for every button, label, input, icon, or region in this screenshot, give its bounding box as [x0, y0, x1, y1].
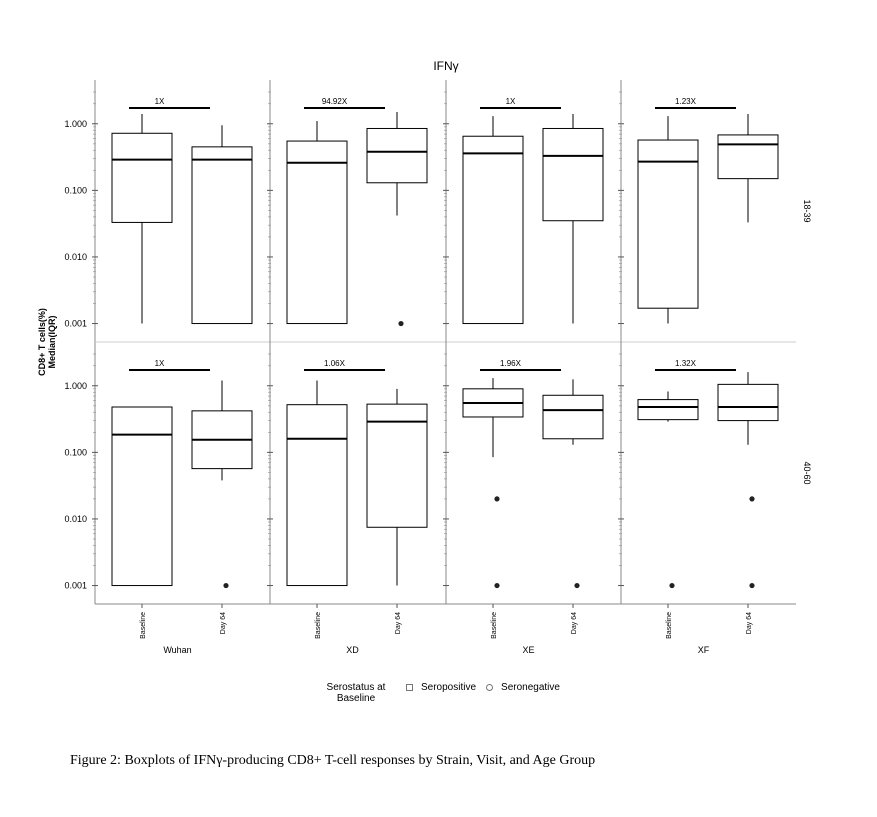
legend-label-seropositive: Seropositive: [421, 682, 477, 693]
square-marker-icon: [406, 684, 413, 691]
fold-change-label: 1X: [506, 97, 516, 106]
x-tick-label: Day 64: [746, 612, 753, 634]
box: [717, 383, 779, 422]
legend: Serostatus at Baseline Seropositive Sero…: [316, 682, 570, 704]
x-tick-label: Baseline: [666, 612, 673, 639]
outlier-point: [494, 496, 500, 502]
y-tick-label: 0.010: [64, 252, 87, 262]
column-label: Wuhan: [163, 645, 191, 655]
box: [366, 127, 428, 184]
y-axis-label-line2: Median(IQR): [47, 315, 57, 368]
outlier-point: [574, 582, 580, 589]
fold-change-label: 1X: [155, 359, 165, 368]
outlier-point: [749, 496, 755, 502]
box: [462, 135, 524, 325]
legend-label-seronegative: Seronegative: [501, 682, 560, 693]
legend-item-seropositive: Seropositive: [406, 682, 476, 693]
box: [717, 134, 779, 180]
fold-change-label: 1.06X: [324, 359, 346, 368]
box: [366, 403, 428, 528]
y-tick-label: 0.010: [64, 514, 87, 524]
box: [286, 140, 348, 325]
y-tick-label: 1.000: [64, 119, 87, 129]
fold-change-label: 1.96X: [500, 359, 522, 368]
outlier-point: [223, 582, 229, 589]
outlier-point: [398, 320, 404, 327]
x-tick-label: Baseline: [140, 612, 147, 639]
circle-marker-icon: [486, 684, 494, 691]
box: [542, 394, 604, 440]
y-tick-label: 1.000: [64, 381, 87, 391]
x-tick-label: Day 64: [395, 612, 402, 634]
column-label: XF: [698, 645, 710, 655]
y-axis-label: CD8+ T cells(%): [37, 308, 47, 376]
y-tick-label: 0.001: [64, 581, 87, 591]
fold-change-label: 1.23X: [675, 97, 697, 106]
chart-title: IFNγ: [433, 59, 458, 73]
box: [637, 139, 699, 309]
fold-change-label: 1X: [155, 97, 165, 106]
figure-caption: Figure 2: Boxplots of IFNγ-producing CD8…: [70, 753, 596, 768]
column-label: XD: [346, 645, 359, 655]
box: [111, 406, 173, 587]
fold-change-label: 1.32X: [675, 359, 697, 368]
box: [191, 146, 253, 325]
fold-change-label: 94.92X: [322, 97, 348, 106]
y-tick-label: 0.100: [64, 447, 87, 457]
x-tick-label: Baseline: [315, 612, 322, 639]
legend-title: Serostatus at Baseline: [326, 682, 386, 704]
outlier-point: [669, 582, 675, 589]
x-tick-label: Day 64: [571, 612, 578, 634]
x-tick-label: Baseline: [491, 612, 498, 639]
legend-item-seronegative: Seronegative: [486, 682, 560, 693]
outlier-point: [749, 582, 755, 589]
box: [111, 132, 173, 223]
column-label: XE: [522, 645, 534, 655]
outlier-point: [494, 582, 500, 589]
y-tick-label: 0.100: [64, 185, 87, 195]
row-strip-label: 18-39: [802, 199, 812, 222]
box: [637, 399, 699, 421]
row-strip-label: 40-60: [802, 461, 812, 484]
x-tick-label: Day 64: [220, 612, 227, 634]
y-tick-label: 0.001: [64, 319, 87, 329]
box: [542, 127, 604, 222]
box: [286, 404, 348, 587]
